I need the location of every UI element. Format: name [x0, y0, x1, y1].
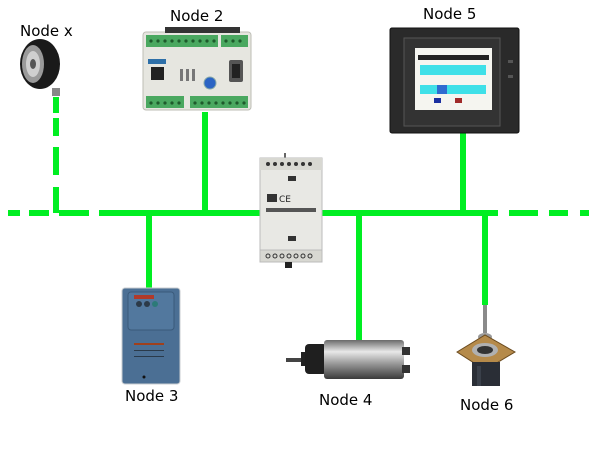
node-5-device[interactable]	[389, 27, 520, 134]
node-2-device[interactable]	[142, 27, 252, 111]
node-2-label: Node 2	[170, 7, 224, 25]
node-x-device[interactable]	[20, 39, 60, 96]
node-3-device[interactable]	[121, 287, 181, 385]
gateway-device[interactable]: CE	[259, 153, 323, 268]
svg-text:CE: CE	[279, 195, 291, 205]
node-5-label: Node 5	[423, 5, 477, 23]
node-6-device[interactable]	[456, 305, 516, 386]
node-4-label: Node 4	[319, 391, 373, 409]
node-x-label: Node x	[20, 22, 73, 40]
node-6-label: Node 6	[460, 396, 514, 414]
node-4-device[interactable]	[286, 340, 410, 379]
node-3-label: Node 3	[125, 387, 179, 405]
